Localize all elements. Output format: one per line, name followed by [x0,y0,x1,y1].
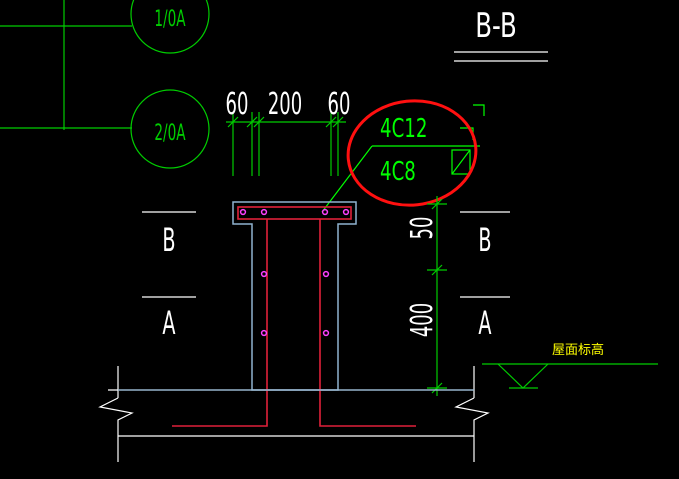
rebar-top-bars-label: 4C12 [380,114,427,144]
axis-bubble-1-label: 1/0A [154,7,186,32]
section-title: B-B [475,6,517,45]
section-mark-right-upper: B [478,223,491,259]
right-break-symbol [454,397,490,462]
elevation-label: 屋面标高 [552,342,604,358]
dim-vertical-50: 50 [404,217,439,240]
dim-top-200: 200 [268,86,302,121]
elevation-marker [482,363,658,389]
beam-concrete-outline [232,201,357,391]
rebar-annotation-leader [321,104,485,213]
right-dimension-chain [427,196,447,396]
dim-top-left-60: 60 [226,86,249,121]
left-stirrup-leg [172,219,268,427]
top-dimension-chain [226,112,346,176]
section-mark-left-lower: A [162,306,175,342]
axis-grid [0,0,210,169]
rebar-dots [239,208,350,337]
section-cut-lines [142,211,510,298]
section-title-underline [454,51,548,62]
slab-lines [98,366,490,462]
beam-rebar [172,206,416,427]
axis-bubble-2-label: 2/0A [154,121,186,146]
dim-vertical-400: 400 [404,303,439,337]
highlight-circle [346,99,478,207]
left-break-symbol [98,397,134,462]
top-stirrup [237,206,352,220]
axis-bubble-2 [130,89,210,169]
rebar-stirrup-label: 4C8 [380,157,416,187]
section-mark-right-lower: A [478,306,491,342]
right-stirrup-leg [319,219,416,427]
dim-top-right-60: 60 [328,86,351,121]
section-mark-left-upper: B [162,223,175,259]
axis-bubble-1 [130,0,210,54]
